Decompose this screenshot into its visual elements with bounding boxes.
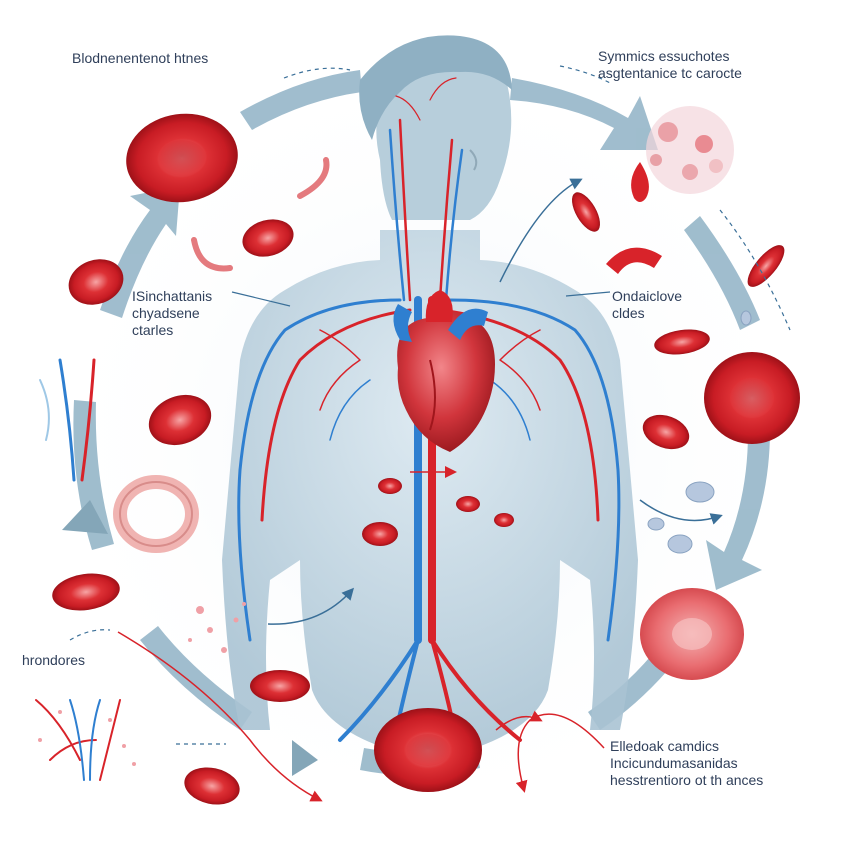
label-top-right: Symmics essuchotes asgtentanice tc caroc… xyxy=(598,48,742,82)
label-bottom-right: Elledoak camdics Incicundumasanidas hess… xyxy=(610,738,763,789)
label-bottom-left-line-1: hrondores xyxy=(22,652,86,668)
label-top-left-line-1: Blodnenentenot htnes xyxy=(72,50,209,66)
label-mid-left: ISinchattanis chyadsene ctarles xyxy=(132,288,212,339)
flow-arrows xyxy=(69,65,791,802)
ring-cell-icon xyxy=(113,475,199,553)
fibrous-cell-icon xyxy=(640,588,744,680)
label-bottom-right-line-2: Incicundumasanidas xyxy=(610,755,738,771)
label-mid-left-line-1: ISinchattanis xyxy=(132,288,213,304)
label-bottom-left: hrondores xyxy=(22,652,85,669)
cell-fragment-icon xyxy=(191,157,330,272)
label-mid-right-line-1: Ondaiclove xyxy=(612,288,683,304)
cell-cluster-icon xyxy=(646,106,734,194)
label-mid-left-line-3: ctarles xyxy=(132,322,174,338)
capillary-network-icon xyxy=(35,358,121,781)
label-mid-right: Ondaiclove cldes xyxy=(612,288,682,322)
red-blood-cell-icon xyxy=(52,113,800,805)
label-bottom-right-line-3: hesstrentioro ot th ances xyxy=(610,772,764,788)
label-top-right-line-2: asgtentanice tc carocte xyxy=(598,65,742,81)
platelet-icon xyxy=(647,310,752,554)
label-top-left: Blodnenentenot htnes xyxy=(72,50,208,67)
label-mid-right-line-2: cldes xyxy=(612,305,645,321)
particle-dots xyxy=(38,602,246,766)
label-mid-left-line-2: chyadsene xyxy=(132,305,200,321)
heart-icon xyxy=(393,290,495,452)
label-bottom-right-line-1: Elledoak camdics xyxy=(610,738,719,754)
label-top-right-line-1: Symmics essuchotes xyxy=(598,48,730,64)
